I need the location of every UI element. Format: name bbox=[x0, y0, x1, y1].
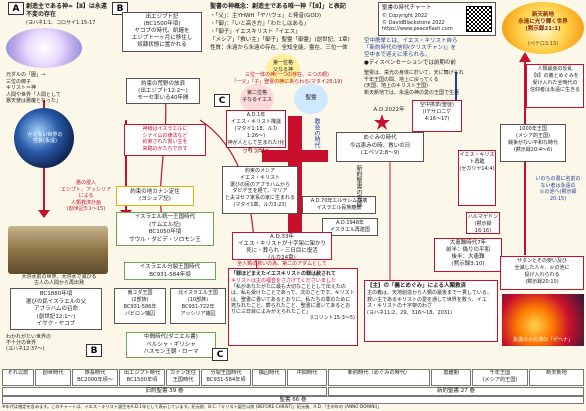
flood-image bbox=[8, 226, 108, 274]
trinity-circle-father bbox=[266, 54, 300, 84]
star-icon bbox=[374, 114, 390, 130]
messiah-lineage-box: 約束のメシア イエス・キリスト 選びの民のアブラハムから ダビデ王を経て、マリア… bbox=[222, 166, 298, 214]
trinity-son: 第二位格 子なるイエス bbox=[242, 90, 272, 103]
new-heaven-label: 新天新地 永遠に光り輝く世界 (黙示録21:1) bbox=[518, 12, 568, 32]
new-testament-bar: 新約聖書 27 巻 bbox=[328, 387, 584, 396]
cross-horizontal bbox=[262, 150, 328, 162]
israel-rebirth-box: A.D.1948年 イスラエル再建国 bbox=[322, 218, 378, 236]
eden-image bbox=[6, 28, 82, 68]
second-coming-box: イエス・キリスト再臨 (ゼカリヤ14:4) bbox=[458, 150, 496, 206]
dispensation-note: ●ディスペンセーションでは前期の前 bbox=[364, 60, 456, 66]
era-pre-creation: それ以前 bbox=[2, 369, 34, 386]
satan-judgment-box: サタンとその使い及び 全滅した人々、火の池に 投げ入れられる (黙示録20:10… bbox=[500, 256, 584, 290]
era-new-heaven: 新天新地 bbox=[529, 369, 584, 386]
canaan-box: 約束の地カナン定住 (ヨシュア記) bbox=[116, 186, 194, 206]
divided-kingdom-box: イスラエル分裂王国時代 BC931-584年頃 bbox=[124, 262, 216, 280]
trinity-line-4: 「メシア」「救い主」「御子」聖霊「御霊」(創世記、1章) bbox=[210, 37, 350, 43]
bottom-note: わかれがたい世界の 不十分の世界 (ヨハネ12:37〜) bbox=[6, 334, 52, 352]
book-of-life-note: いのちの書に名前の ない者は永遠の 火の池へ(黙示録20:15) bbox=[535, 176, 581, 202]
church-age-vertical: 教会の時代 bbox=[313, 118, 320, 148]
exodus-box: 出エジプト記 (BC1500年頃) ヤコブの時代、飢饉を エジプト一ヶ月に移住し… bbox=[122, 12, 202, 52]
gospel-ref: (Ⅰコリント15:3〜5) bbox=[310, 315, 355, 322]
crucifixion-box: A.D.33年 イエス・キリストが十字架に架かり 死に・葬られ・三日目に復活 (… bbox=[232, 232, 332, 261]
credit-line-2: © DavidBlackstone 2022 bbox=[382, 19, 445, 26]
old-testament-bar: 旧約聖書 39 巻 bbox=[2, 387, 327, 396]
glorified-body-note: 聖霊は、栄光の身体に於いて、天に舞げられ 千年王国の間、地上に戻ってくる (天国… bbox=[364, 70, 464, 96]
era-tribulation: 患難期 bbox=[431, 369, 471, 386]
bible-total-bar: 聖書 66 巻 bbox=[2, 396, 584, 404]
creator-title: 創造主である神=【Ⅱ】は永遠不変の存在 bbox=[26, 3, 107, 18]
lake-of-fire-image bbox=[502, 294, 584, 346]
second-adam-note: 全人類の救いの為、第二のアダムとして bbox=[237, 261, 327, 267]
rapture-explanation: 空中携挙とは、イエス・キリスト自ら 「新約時代の信仰(クリスチャン)」を 空中ま… bbox=[364, 38, 458, 58]
south-judah-box: 南ユダ王国 (2部族) BC931-586年 バビロン捕囚 bbox=[114, 288, 166, 324]
lord-grace-title: 【主】の「義とめぐみ」による人類救済 bbox=[367, 283, 467, 289]
era-exodus: 出エジプト時代 BC1500年頃 bbox=[119, 369, 165, 386]
section-label-b-bottom: B bbox=[86, 344, 102, 357]
lake-of-fire-caption: 永遠の火の池の「ゲヘナ」 bbox=[512, 337, 573, 343]
credit-line-1: © Copyright 2022 bbox=[382, 13, 428, 19]
trinity-line-2: ・「御」：「いと高き方」「わたしはある」 bbox=[210, 21, 310, 27]
new-heaven-earth bbox=[502, 2, 584, 54]
lord-grace-text: 主の義は、天地創造から人類の最後まで一貫している。救い主であるキリストの愛を通し… bbox=[367, 290, 492, 316]
gospel-summary: キリストは主の福音をささげてくださいました bbox=[231, 277, 336, 284]
millennium-box: 1000年王国 (メシア的王国) 戦争がない平和な時代 (黙示録20:4〜6) bbox=[500, 124, 566, 162]
tribulation-box: 大患難時代7年 前半：偽りの平和 後半：大患難 (黙示録3:10) bbox=[434, 238, 502, 272]
trinity-line-5: 性質：永遠から永遠の存在、全知全能、霊在、三位一体 bbox=[210, 45, 348, 51]
creator-ref: (ヨハネ1:1、コロサイ1:15-17 bbox=[26, 20, 96, 26]
armageddon-box: ハルマゲドン (黙示録16:16) bbox=[466, 212, 500, 234]
abraham-box: BC1880年頃 選びの民イスラエルの父 アブラハムの召命 (創世記12:1〜)… bbox=[10, 288, 102, 330]
gospel-box: 「罪ほどまえたイエスキリストの罪は赦されて キリストは主の福音をささげてください… bbox=[228, 268, 358, 346]
era-patriarchs: 族長時代 BC2000年頃〜 bbox=[72, 369, 118, 386]
rapture-box: 空中携挙(聖徒) (Ⅰテサロニケ 4:16〜17) bbox=[412, 100, 462, 132]
eden-note: 元ダルの「園」→ 三位の御子 キリスト＝神 人間や世界「人間として 悪天使は悪魔… bbox=[6, 72, 61, 104]
era-exile: 捕囚時代 bbox=[252, 369, 286, 386]
lord-grace-box: 【主】の「義とめぐみ」による人類救済 主の義は、天地創造から人類の最後まで一貫し… bbox=[364, 280, 498, 342]
section-label-a: A bbox=[8, 2, 24, 15]
law-note: 神様はイスラエルに シナイ山の律法など 約束された救い主を 来臨のかたちで示す bbox=[124, 124, 206, 156]
chart-title: 聖書の時代チャート bbox=[382, 5, 432, 11]
united-kingdom-box: イスラエル統一王国時代 (サムエル記) BC1050年頃 サウル・ダビデ・ソロモ… bbox=[116, 212, 214, 246]
trinity-line-3: ・「御子」イエスキリスト「イエス」 bbox=[210, 29, 301, 35]
tribulation-text: 大患難時代7年 前半：偽りの平和 後半：大患難 bbox=[445, 240, 490, 260]
nativity-box: A.D.1年 イエス・キリスト降誕 (マタイ1:18、ルカ1:26〜) 神が人と… bbox=[226, 110, 286, 153]
section-label-b: B bbox=[112, 2, 128, 15]
era-divided: 分裂王国時代 BC931-584年頃 bbox=[201, 369, 251, 386]
jerusalem-fall-box: A.D.70年エルサレム崩壊 イスラエル民族離散 bbox=[302, 196, 376, 214]
ad-2022-label: A.D.2022年 bbox=[373, 107, 405, 113]
trinity-circle-spirit bbox=[294, 84, 328, 114]
trinity-circle-son bbox=[240, 84, 274, 114]
tribulation-ref: (黙示録3:10) bbox=[451, 261, 485, 267]
nt-complete-vertical: 新約聖書の完成 bbox=[355, 165, 362, 207]
era-millennium: 千年王国 (メシア的王国) bbox=[472, 369, 528, 386]
trinity-note: 三位一体の神(一つの存在、三つの顔) 「一父」「子」聖霊の神にあらわる(マタイ2… bbox=[231, 72, 343, 85]
trinity-spirit: 聖霊 bbox=[305, 95, 317, 101]
qr-code-icon bbox=[466, 6, 492, 32]
era-grace: 新約時代（めぐみの時代） bbox=[328, 369, 430, 386]
era-canaan: カナン定住 王国時代 bbox=[166, 369, 200, 386]
era-creation: 創世時代 bbox=[35, 369, 71, 386]
section-label-c-bottom: C bbox=[212, 348, 228, 361]
intertestament-box: 中間時代(ダニエル書) ペルシャ・ギリシャ ハスモン王朝・ローマ bbox=[126, 332, 216, 358]
grace-age-box: めぐみの時代 今は恵みの時、救いの日 (エペソ2:8〜9) bbox=[336, 132, 424, 162]
era-intertestament: 中間時代 bbox=[287, 369, 327, 386]
credit-line-3: https://www.peaceflash.com bbox=[382, 26, 453, 32]
chart-credit-box: 聖書の時代チャート © Copyright 2022 © DavidBlacks… bbox=[378, 2, 496, 36]
evil-entry-note: 悪の侵入 エジプト、アッシリア による 人類救済計画 (創世記3:1〜15) bbox=[61, 180, 111, 212]
trinity-title: 聖書の神概念：創造主である唯一神「【Ⅱ】」と表記 bbox=[210, 3, 346, 10]
trinity-father: 第一位格 父なる神 bbox=[272, 60, 293, 73]
trinity-line-1: ・「父」：主YHWH「ヤハウェ」と発音(GOD) bbox=[210, 13, 322, 19]
last-judgment-box: 人類最後の反乱 【Ⅱ】の義とめぐみを 受け入れた全時代の 信仰者は永遠に生きる bbox=[526, 64, 584, 108]
universe-image bbox=[14, 108, 74, 168]
footnote: ※年代は推定を含みます。このチャートは、イエス・キリスト誕生をA.D.1年として… bbox=[2, 404, 382, 409]
new-heaven-ref: (ペテロ3:13) bbox=[527, 41, 559, 47]
gospel-title: 「罪ほどまえたイエスキリストの罪は赦されて bbox=[231, 271, 336, 277]
north-israel-box: 北イスラエル王国 (10部族) BC931-722年 アッシリア捕囚 bbox=[170, 288, 226, 324]
flood-note: 大洪水前の世界、大洪水で滅びる 古人の人間から再出発 bbox=[21, 274, 97, 286]
section-label-c: C bbox=[214, 94, 230, 107]
eternal-world-label: かえない世界の 性質(永遠) bbox=[27, 132, 63, 144]
christmas-label: クリスマス bbox=[242, 149, 270, 155]
wilderness-box: 約束の荒野の放浪 (出エジプト12:2〜) モーセ率いる40年間 bbox=[126, 78, 200, 104]
gospel-quote: 「私があなたがたに最も大切なこととして伝えたのは、私も受けたことであって、次のこ… bbox=[231, 284, 355, 316]
